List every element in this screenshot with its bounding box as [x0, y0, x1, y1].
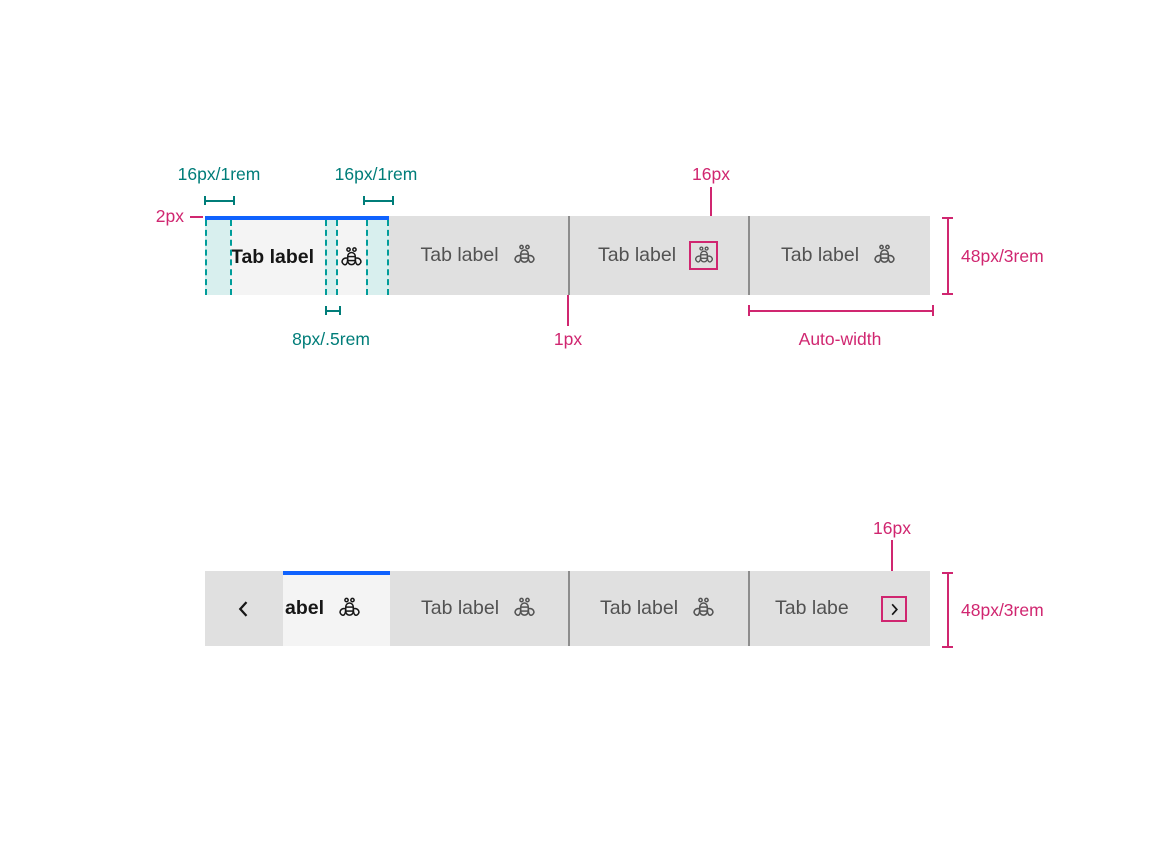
tab-label: Tab label	[231, 246, 315, 268]
bee-icon	[872, 243, 897, 268]
bee-icon	[512, 243, 537, 268]
tab-label: Tab label	[420, 597, 500, 619]
tab-bar-top: Tab label Tab label Tab label Tab label	[205, 216, 930, 295]
bee-icon	[512, 596, 537, 621]
bee-icon	[337, 596, 362, 621]
left-padding-measure-bracket	[204, 196, 235, 205]
tab-divider	[748, 216, 750, 295]
annotation-left-padding-label: 16px/1rem	[177, 164, 261, 184]
spec-dash-line	[366, 220, 368, 295]
annotation-bar-height-label-top: 48px/3rem	[961, 246, 1044, 266]
tab-label: abel	[285, 597, 325, 619]
annotation-icon-size-label-bottom: 16px	[873, 518, 911, 538]
indicator-callout-dash	[190, 216, 203, 218]
divider-callout-line	[567, 295, 569, 326]
tab-selected[interactable]: Tab label	[205, 216, 389, 295]
right-padding-measure-bracket	[363, 196, 394, 205]
bar-height-measure-bracket-top	[942, 217, 953, 295]
scroll-next-button[interactable]	[881, 596, 907, 622]
tab-unselected-truncated[interactable]: Tab labe	[748, 571, 930, 646]
padding-highlight-left	[205, 220, 230, 295]
tab-label: Tab label	[599, 597, 679, 619]
spec-dash-line	[230, 220, 232, 295]
tab-unselected[interactable]: Tab label	[390, 571, 568, 646]
icon-size-highlight-box	[689, 241, 719, 270]
icon-size-callout-line-top	[710, 187, 712, 243]
tab-divider	[568, 216, 570, 295]
selected-tab-indicator	[283, 571, 390, 575]
tab-bar-bottom: abel Tab label Tab label Tab labe	[205, 571, 930, 646]
spec-dash-line	[325, 220, 327, 295]
annotation-indicator-height-label: 2px	[155, 206, 184, 226]
icon-size-callout-line-bottom	[891, 540, 893, 597]
annotation-right-padding-label: 16px/1rem	[334, 164, 418, 184]
tab-unselected[interactable]: Tab label	[568, 571, 748, 646]
chevron-right-icon	[887, 602, 902, 617]
bar-height-measure-bracket-bottom	[942, 572, 953, 648]
annotation-bar-height-label-bottom: 48px/3rem	[961, 600, 1044, 620]
bee-icon	[339, 245, 364, 270]
spec-dash-line	[336, 220, 338, 295]
spec-dash-line	[387, 220, 389, 295]
bee-icon	[693, 245, 715, 267]
tab-divider	[568, 571, 570, 646]
annotation-auto-width-label: Auto-width	[798, 329, 882, 349]
selected-tab-indicator	[205, 216, 389, 220]
annotation-icon-size-label-top: 16px	[692, 164, 730, 184]
gap-highlight	[325, 220, 336, 295]
scroll-prev-button[interactable]	[205, 571, 283, 646]
tab-label: Tab label	[420, 244, 499, 266]
spec-dash-line	[205, 220, 207, 295]
tab-unselected[interactable]: Tab label	[568, 216, 748, 295]
tab-divider	[748, 571, 750, 646]
tab-label: Tab labe	[775, 597, 849, 619]
chevron-left-icon	[234, 599, 254, 619]
tab-selected-truncated[interactable]: abel	[283, 571, 390, 646]
tab-label: Tab label	[780, 244, 860, 266]
tab-label: Tab label	[597, 244, 677, 266]
auto-width-measure-bracket	[748, 305, 934, 316]
bee-icon	[691, 596, 716, 621]
annotation-divider-width-label: 1px	[553, 329, 583, 349]
tab-unselected[interactable]: Tab label	[389, 216, 568, 295]
gap-measure-bracket	[325, 306, 341, 315]
tab-unselected[interactable]: Tab label	[748, 216, 930, 295]
padding-highlight-right	[366, 220, 389, 295]
annotation-gap-label: 8px/.5rem	[292, 329, 370, 349]
